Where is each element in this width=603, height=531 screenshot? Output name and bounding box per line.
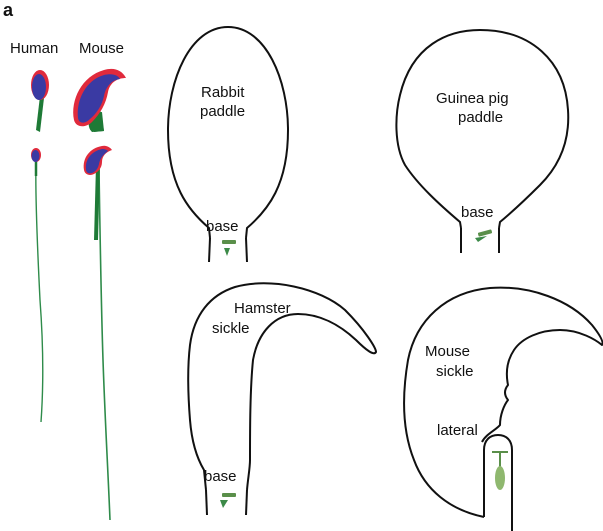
guinea-pig-head-outline	[396, 30, 568, 228]
guinea-pig-midpiece-icon	[478, 229, 493, 236]
mouse-midpiece-icon	[495, 466, 505, 490]
mouse-sperm-head-large-icon	[73, 69, 126, 132]
rabbit-tail-icon	[224, 248, 230, 256]
rabbit-paddle-diagram: Rabbit paddle base	[168, 27, 288, 262]
mouse-label-line1: Mouse	[425, 343, 470, 360]
panel-letter: a	[3, 0, 14, 20]
hamster-tail-icon	[220, 500, 228, 508]
rabbit-label-line1: Rabbit	[201, 84, 245, 101]
mouse-sickle-diagram: Mouse sickle lateral	[404, 288, 602, 531]
mouse-label-line2: sickle	[436, 363, 474, 380]
hamster-midpiece-icon	[222, 493, 236, 497]
hamster-base-label: base	[204, 468, 237, 485]
rabbit-base-label: base	[206, 218, 239, 235]
mouse-label: Mouse	[79, 40, 124, 57]
mouse-sperm-full-icon	[84, 146, 112, 520]
guinea-pig-tail-icon	[475, 236, 487, 242]
guinea-pig-paddle-diagram: Guinea pig paddle base	[396, 30, 568, 253]
guinea-pig-label-line1: Guinea pig	[436, 90, 509, 107]
hamster-sickle-diagram: Hamster sickle base	[188, 283, 376, 515]
human-sperm-full-icon	[31, 148, 43, 422]
rabbit-label-line2: paddle	[200, 103, 245, 120]
rabbit-midpiece-icon	[222, 240, 236, 244]
hamster-label-line1: Hamster	[234, 300, 291, 317]
human-label: Human	[10, 40, 58, 57]
human-sperm-head-large-icon	[31, 70, 49, 132]
guinea-pig-label-line2: paddle	[458, 109, 503, 126]
hamster-label-line2: sickle	[212, 320, 250, 337]
mouse-lateral-label: lateral	[437, 422, 478, 439]
guinea-pig-base-label: base	[461, 204, 494, 221]
rabbit-head-outline	[168, 27, 288, 238]
